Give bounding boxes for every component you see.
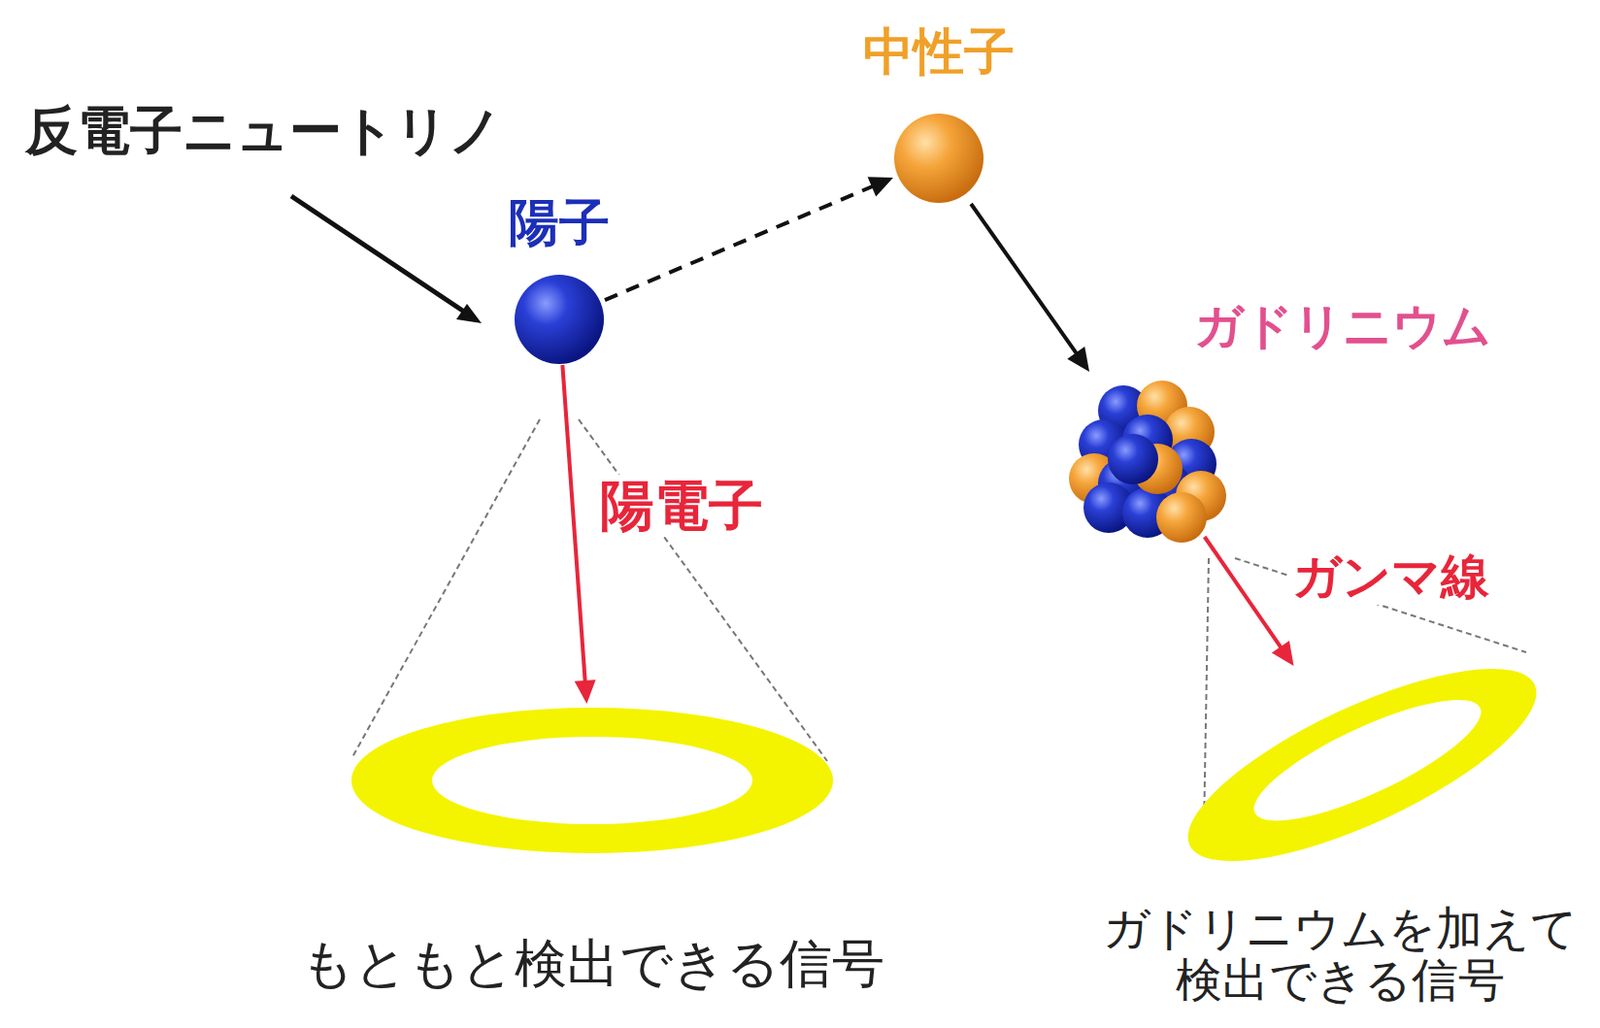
connector-arrow bbox=[604, 176, 894, 300]
signal-caption: ガドリニウムを加えて 検出できる信号 bbox=[1100, 902, 1579, 1006]
connector-arrow bbox=[1204, 536, 1295, 667]
proton-sphere: 陽子 bbox=[513, 273, 605, 366]
edge-label: ガンマ線 bbox=[1288, 549, 1494, 606]
neutrino-arrow bbox=[291, 196, 482, 324]
edge-label: 陽電子 bbox=[596, 474, 767, 537]
signal-ring-shape bbox=[1184, 666, 1540, 865]
signal-ring: もともと検出できる信号 bbox=[347, 703, 837, 858]
gadolinium-nucleus: ガドリニウム bbox=[1065, 371, 1231, 537]
connector-arrow bbox=[970, 203, 1090, 372]
gadolinium-nucleus-shape bbox=[1065, 371, 1231, 537]
nucleus-label: ガドリニウム bbox=[1194, 299, 1492, 356]
neutron-sphere-shape bbox=[893, 112, 985, 204]
signal-ring: ガドリニウムを加えて 検出できる信号 bbox=[1184, 666, 1540, 865]
particle-label: 陽子 bbox=[508, 194, 610, 253]
proton-sphere-shape bbox=[513, 273, 605, 366]
signal-caption: もともと検出できる信号 bbox=[300, 933, 885, 995]
particle-label: 中性子 bbox=[863, 23, 1015, 82]
neutron-sphere: 中性子 bbox=[893, 112, 985, 204]
signal-ring-shape bbox=[347, 703, 837, 858]
connector-arrow bbox=[562, 365, 596, 704]
particle-label: 反電子ニュートリノ bbox=[25, 100, 502, 162]
